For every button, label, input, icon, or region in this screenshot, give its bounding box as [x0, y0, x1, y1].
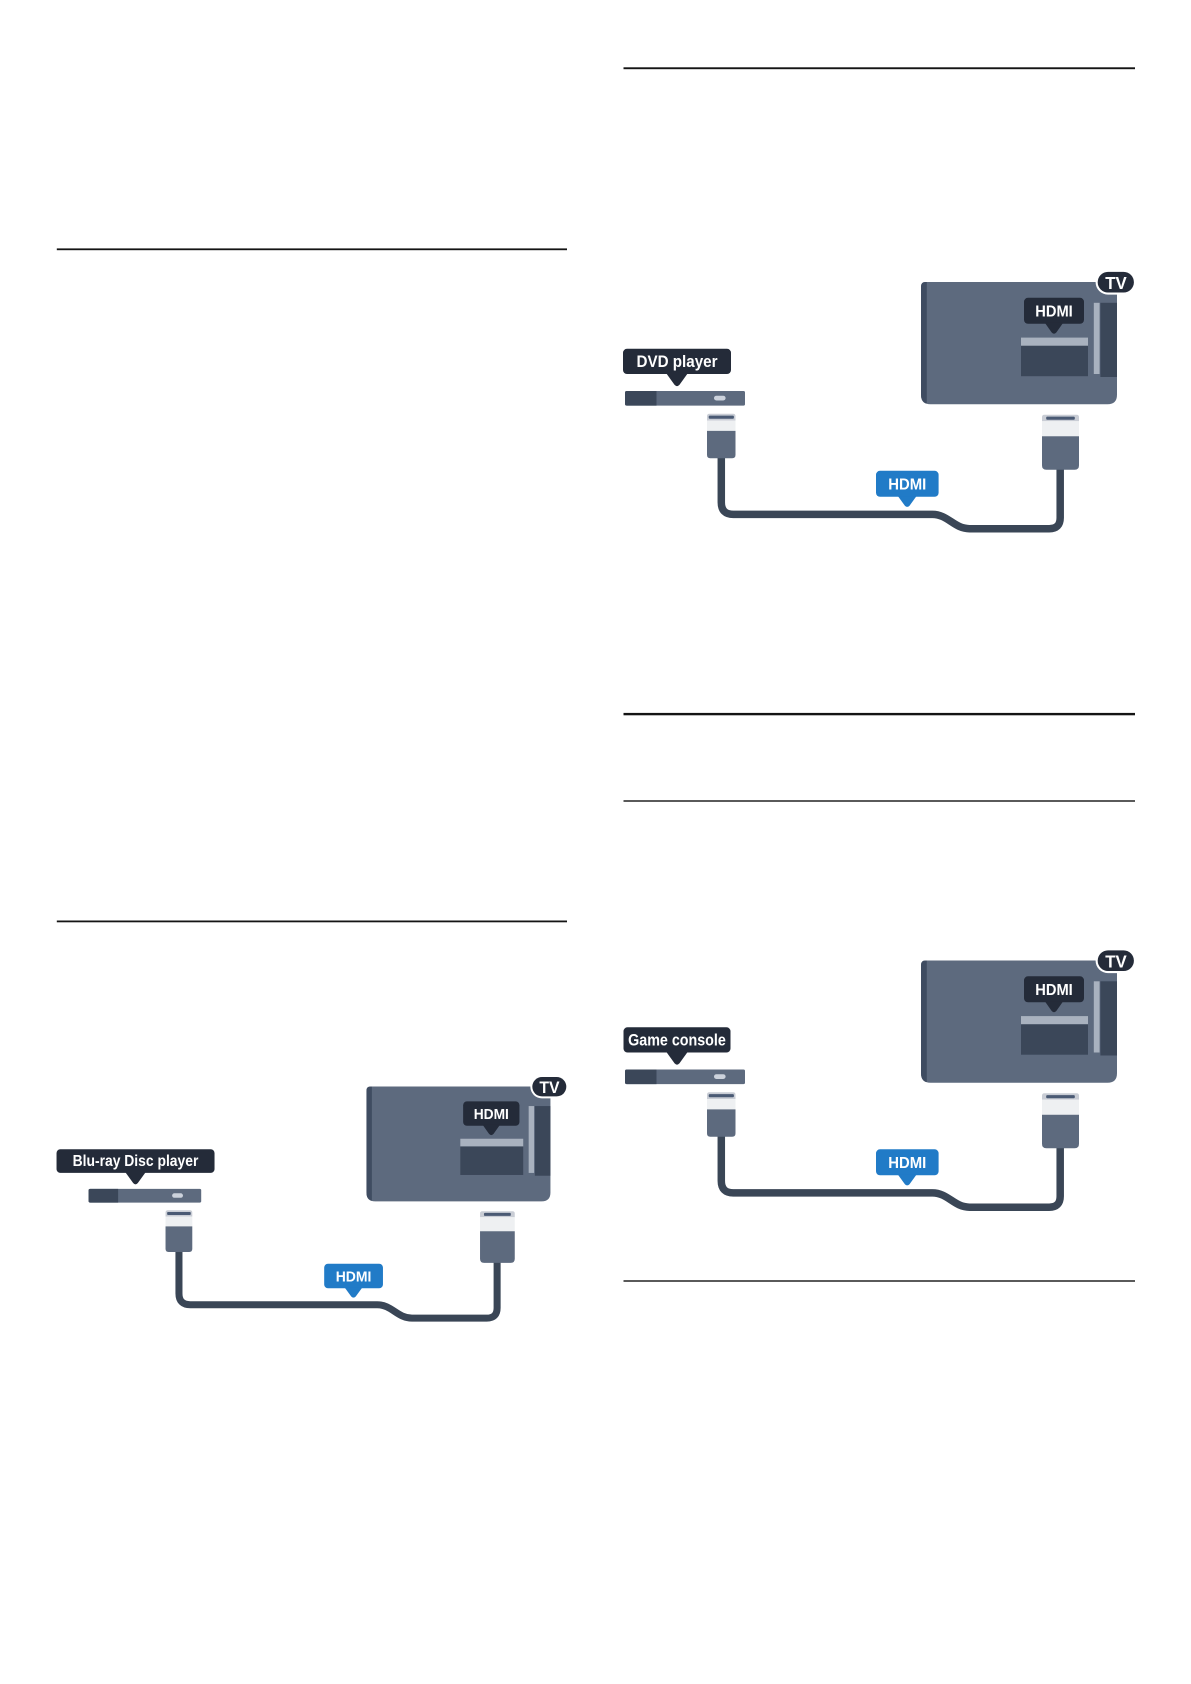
svg-text:TV: TV: [539, 1079, 559, 1097]
svg-text:HDMI: HDMI: [474, 1106, 509, 1123]
svg-text:HDMI: HDMI: [1035, 304, 1073, 321]
svg-text:HDMI: HDMI: [336, 1268, 372, 1285]
svg-text:HDMI: HDMI: [888, 1155, 926, 1172]
svg-text:DVD player: DVD player: [637, 352, 718, 371]
svg-text:HDMI: HDMI: [1035, 982, 1073, 999]
svg-text:Blu-ray Disc player: Blu-ray Disc player: [73, 1153, 199, 1170]
svg-text:TV: TV: [1105, 952, 1127, 972]
svg-text:Game console: Game console: [628, 1030, 726, 1049]
svg-text:TV: TV: [1105, 273, 1127, 293]
svg-text:HDMI: HDMI: [888, 477, 926, 494]
